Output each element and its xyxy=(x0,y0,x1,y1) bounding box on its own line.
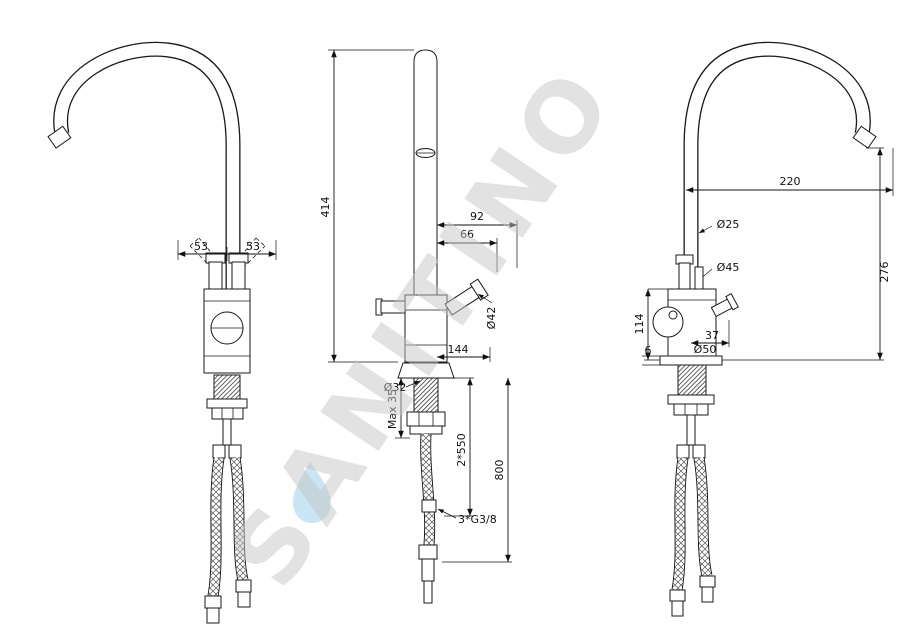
dim-37: 37 xyxy=(691,320,730,347)
right-base-plate xyxy=(659,355,723,366)
dim-53-left-label: 53 xyxy=(194,240,208,253)
right-hose-1 xyxy=(669,457,689,617)
dim-114-label: 114 xyxy=(633,314,646,335)
dim-92: 92 xyxy=(437,210,518,268)
dim-d42-label: Ø42 xyxy=(485,307,498,330)
right-mount-nut xyxy=(673,403,709,416)
left-spout-tube xyxy=(47,41,241,290)
dim-220: 220 xyxy=(686,148,894,196)
right-hose-2 xyxy=(693,457,716,603)
front-spout-tube xyxy=(413,49,438,303)
right-handles xyxy=(675,254,704,290)
dim-66-label: 66 xyxy=(460,228,474,241)
dim-max35: Max 35 xyxy=(386,378,410,439)
dim-thread-label: 3*G3/8 xyxy=(458,513,497,526)
dim-thread: 3*G3/8 xyxy=(437,508,497,526)
dim-144-label: 144 xyxy=(448,343,469,356)
left-view: 53 53 xyxy=(47,41,277,624)
left-mount-bracket xyxy=(206,398,248,409)
right-undercounter xyxy=(667,364,716,617)
dim-220-label: 220 xyxy=(780,175,801,188)
front-hose xyxy=(418,433,438,604)
right-threaded-shank xyxy=(677,364,707,396)
dim-37-label: 37 xyxy=(705,329,719,342)
dim-414: 414 xyxy=(319,49,414,363)
left-mount-nut xyxy=(211,407,244,420)
dim-6-label: 6 xyxy=(645,344,652,357)
right-aerator xyxy=(852,125,877,149)
right-view: 220 Ø25 Ø45 xyxy=(633,41,894,617)
dim-d45-label: Ø45 xyxy=(717,261,740,274)
dim-66: 66 xyxy=(437,228,498,272)
left-aerator xyxy=(47,125,72,149)
left-hose-2 xyxy=(229,457,252,608)
front-left-handle xyxy=(380,300,406,314)
right-spout-tube xyxy=(683,41,877,290)
dim-2x550: 2*550 xyxy=(444,377,474,517)
dim-d45: Ø45 xyxy=(697,261,740,282)
right-handle-circle xyxy=(652,306,684,338)
dim-276: 276 xyxy=(722,147,891,361)
right-mount-bracket xyxy=(667,394,715,405)
dim-800-label: 800 xyxy=(493,460,506,481)
front-view: 414 92 66 Ø42 xyxy=(319,49,518,604)
left-hose-1 xyxy=(204,457,225,624)
dim-d25: Ø25 xyxy=(698,218,740,234)
front-hose-connector xyxy=(421,499,437,513)
right-threaded-rod xyxy=(686,414,696,446)
left-undercounter xyxy=(204,374,252,624)
dim-max35-label: Max 35 xyxy=(386,389,399,429)
dim-d50-label: Ø50 xyxy=(694,343,717,356)
dim-2x550-label: 2*550 xyxy=(455,433,468,467)
dim-d25-label: Ø25 xyxy=(717,218,740,231)
dim-53-right-label: 53 xyxy=(246,240,260,253)
right-lever xyxy=(710,293,739,318)
dim-276-label: 276 xyxy=(878,262,891,283)
watermark-drop-icon xyxy=(292,462,331,523)
left-handles xyxy=(205,252,249,291)
left-threaded-shank xyxy=(213,374,241,400)
dim-800: 800 xyxy=(442,378,512,563)
left-handle-swing-dashed xyxy=(189,237,266,269)
dim-53-53: 53 53 xyxy=(177,240,277,261)
dim-92-label: 92 xyxy=(470,210,484,223)
left-body xyxy=(203,288,251,374)
dim-414-label: 414 xyxy=(319,197,332,218)
left-threaded-rod xyxy=(222,418,232,446)
dim-144: 144 xyxy=(437,343,491,362)
dim-114: 114 xyxy=(633,288,668,361)
dim-d42: Ø42 xyxy=(477,293,498,330)
